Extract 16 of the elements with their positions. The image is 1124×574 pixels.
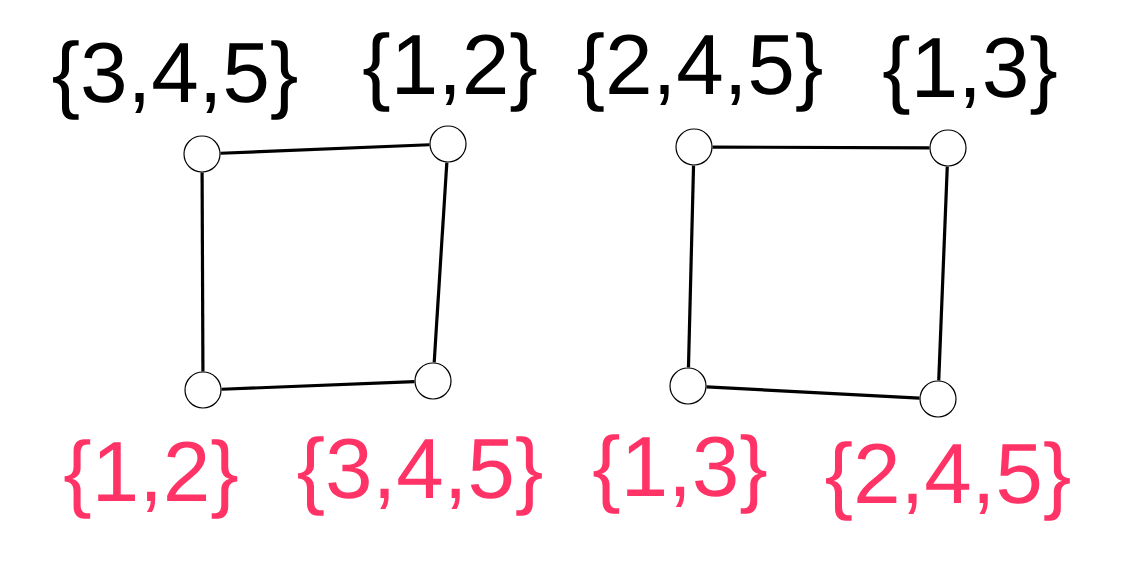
set-label: {1,2} [64,439,238,519]
edge-line [221,380,415,391]
edge-line [686,165,696,368]
edge-line [200,172,205,372]
edge-line [937,166,949,381]
set-label: {1,3} [883,35,1057,115]
set-label: {1,3} [593,434,767,514]
edge-line [706,385,920,400]
set-label: {2,4,5} [826,441,1070,521]
set-label: {3,4,5} [298,436,542,516]
edge-line [432,162,449,363]
edge-line [712,145,930,150]
set-label: {3,4,5} [53,40,297,120]
set-label: {1,2} [363,32,537,112]
edge-line [220,143,430,155]
set-label: {2,4,5} [578,32,822,112]
